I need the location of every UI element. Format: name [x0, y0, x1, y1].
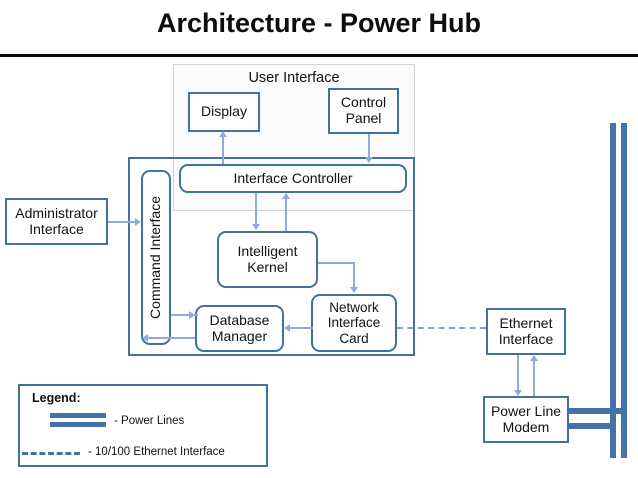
- arrowhead-command-left: [142, 334, 148, 342]
- ethernet-interface-box: Ethernet Interface: [486, 308, 566, 355]
- interface-controller-box: Interface Controller: [179, 164, 407, 193]
- arrowhead-db-left: [284, 324, 290, 332]
- administrator-interface-label-line2: Interface: [29, 220, 84, 237]
- network-interface-card-box: Network Interface Card: [311, 294, 397, 352]
- power-line-right-vertical: [621, 123, 627, 458]
- connector-controlpanel-to-ic: [368, 134, 370, 158]
- arrowhead-nic-down: [350, 287, 358, 293]
- page-title: Architecture - Power Hub: [156, 8, 482, 38]
- database-manager-box: Database Manager: [195, 305, 284, 352]
- connector-kernel-to-nic-h: [318, 262, 355, 264]
- power-line-modem-tap-lower: [569, 423, 615, 429]
- control-panel-label-line1: Control: [340, 94, 387, 111]
- command-interface-box: Command Interface: [141, 170, 171, 345]
- legend-ethernet-label: - 10/100 Ethernet Interface: [88, 446, 225, 458]
- intelligent-kernel-box: Intelligent Kernel: [217, 231, 318, 288]
- arrowhead-command-right: [135, 218, 141, 226]
- administrator-interface-box: Administrator Interface: [5, 198, 108, 245]
- control-panel-label-line2: Panel: [345, 110, 382, 126]
- title-divider: [0, 54, 638, 57]
- power-hub-container: [128, 157, 415, 356]
- user-interface-label: User Interface: [248, 70, 340, 86]
- connector-modem-to-ethernet: [533, 360, 535, 396]
- ethernet-interface-label-line2: Interface: [498, 330, 554, 347]
- legend-power-line-swatch-top: [50, 413, 106, 418]
- connector-ic-to-kernel: [255, 193, 257, 225]
- connector-kernel-to-db: [190, 314, 198, 316]
- legend-power-line-swatch-bottom: [50, 422, 106, 427]
- connector-nic-to-db: [289, 327, 313, 329]
- display-box: Display: [188, 92, 260, 132]
- power-line-modem-label-line1: Power Line: [490, 402, 562, 419]
- connector-admin-to-command: [108, 221, 136, 223]
- nic-label-line2: Interface: [327, 315, 381, 331]
- legend-title: Legend:: [32, 391, 81, 405]
- power-line-modem-box: Power Line Modem: [483, 396, 569, 443]
- display-label: Display: [201, 103, 247, 120]
- arrowhead-modem-down: [514, 390, 522, 396]
- nic-label-line3: Card: [339, 330, 369, 346]
- ethernet-dashed-link: [397, 327, 486, 329]
- connector-ethernet-to-modem: [517, 355, 519, 391]
- ethernet-interface-label-line1: Ethernet: [499, 314, 553, 331]
- legend-ethernet-swatch: [22, 452, 80, 455]
- command-interface-label: Command Interface: [147, 196, 164, 319]
- power-line-modem-tap-upper: [569, 408, 627, 414]
- connector-ic-to-display: [222, 136, 224, 164]
- arrowhead-kernel-down: [252, 224, 260, 230]
- power-line-modem-label-line2: Modem: [502, 418, 550, 435]
- connector-command-to-db: [171, 314, 190, 316]
- control-panel-box: Control Panel: [328, 88, 399, 134]
- nic-label-line1: Network: [329, 300, 379, 316]
- connector-db-to-command: [147, 337, 195, 339]
- interface-controller-label: Interface Controller: [233, 169, 353, 186]
- legend-power-lines-label: - Power Lines: [114, 415, 185, 427]
- database-manager-label-line2: Manager: [211, 327, 268, 344]
- connector-kernel-to-nic-v: [353, 262, 355, 288]
- database-manager-label-line1: Database: [209, 311, 270, 328]
- arrowhead-ic-up: [282, 193, 290, 199]
- intelligent-kernel-label-line2: Kernel: [247, 258, 288, 275]
- arrowhead-ic-down: [365, 157, 373, 163]
- legend-box: [18, 384, 268, 467]
- arrowhead-ethernet-up: [530, 355, 538, 361]
- administrator-interface-label-line1: Administrator: [15, 204, 98, 221]
- connector-kernel-to-ic: [285, 198, 287, 231]
- power-line-left-vertical: [610, 123, 616, 458]
- arrowhead-display-up: [219, 131, 227, 137]
- intelligent-kernel-label-line1: Intelligent: [237, 242, 298, 259]
